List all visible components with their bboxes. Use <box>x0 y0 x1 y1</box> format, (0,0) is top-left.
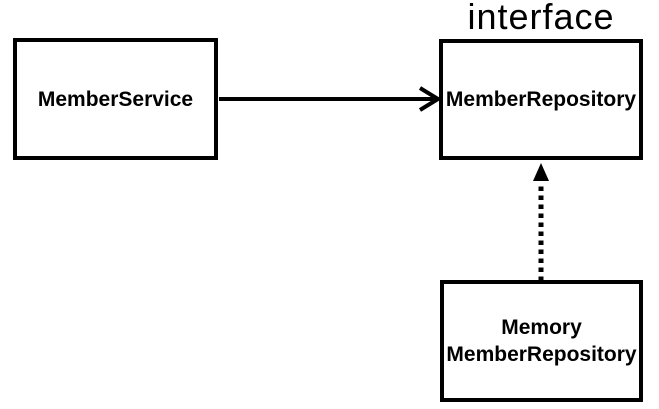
solid-arrow <box>219 86 442 112</box>
node-member-repository: MemberRepository <box>439 39 643 160</box>
node-member-service-label: MemberService <box>37 87 194 111</box>
node-member-service: MemberService <box>13 38 218 160</box>
interface-stereotype-label: interface <box>467 0 615 37</box>
node-memory-member-repository: Memory MemberRepository <box>440 280 643 402</box>
node-memory-label-line1: Memory <box>501 316 582 339</box>
node-memory-label-line2: MemberRepository <box>446 343 637 366</box>
node-member-repository-label: MemberRepository <box>445 88 637 111</box>
dotted-arrow <box>533 163 549 281</box>
